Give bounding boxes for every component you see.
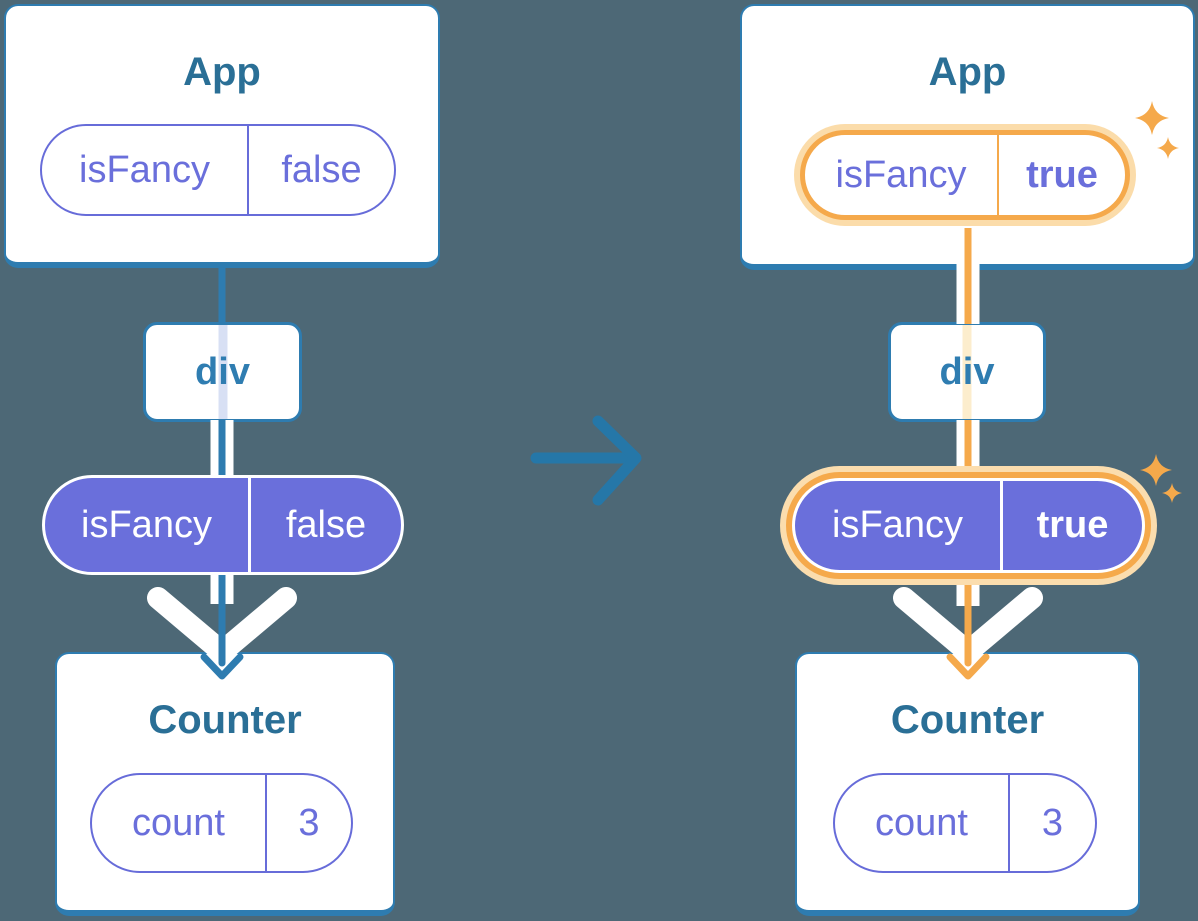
- div-box-after: div: [888, 322, 1046, 422]
- prop-value: false: [247, 126, 394, 214]
- passed-prop-stripe: [218, 325, 227, 419]
- sparkles-state-pill: [1140, 454, 1182, 503]
- component-title: App: [928, 50, 1007, 94]
- app-card-before: App isFancy false: [4, 4, 440, 268]
- prop-value: true: [997, 135, 1125, 215]
- component-title: App: [183, 50, 261, 94]
- div-label: div: [195, 350, 250, 393]
- div-label: div: [939, 350, 995, 393]
- sparkle-icon: [1140, 454, 1172, 486]
- prop-name: isFancy: [835, 153, 967, 196]
- prop-flow-after: [893, 228, 1043, 680]
- state-name: count: [875, 801, 968, 844]
- state-value: true: [1000, 481, 1142, 570]
- state-name: isFancy: [81, 503, 212, 546]
- sparkle-icon: [1162, 483, 1182, 503]
- prop-name: isFancy: [79, 148, 210, 191]
- state-value: 3: [265, 775, 351, 871]
- state-value: false: [248, 478, 401, 572]
- app-card-after: App isFancy true: [740, 4, 1195, 270]
- component-title: Counter: [148, 698, 302, 742]
- transition-right-arrow-icon: [530, 415, 642, 506]
- state-pill-isfancy-false: isFancy false: [42, 475, 404, 575]
- prop-pill-isfancy-true: isFancy true: [800, 130, 1130, 220]
- arrowhead-chevron-white: [893, 587, 1043, 663]
- state-pill-count: count 3: [90, 773, 353, 873]
- counter-card-after: Counter count 3: [795, 652, 1140, 916]
- state-pill-isfancy-true: isFancy true: [792, 478, 1145, 573]
- state-pill-count: count 3: [833, 773, 1097, 873]
- div-box-before: div: [143, 322, 302, 422]
- passed-prop-stripe: [962, 325, 972, 419]
- component-title: Counter: [890, 698, 1045, 742]
- state-name: count: [132, 801, 225, 844]
- prop-pill-isfancy-false: isFancy false: [40, 124, 396, 216]
- state-name: isFancy: [832, 504, 963, 546]
- counter-card-before: Counter count 3: [55, 652, 395, 916]
- arrowhead-chevron-white: [147, 587, 297, 663]
- state-value: 3: [1008, 775, 1095, 871]
